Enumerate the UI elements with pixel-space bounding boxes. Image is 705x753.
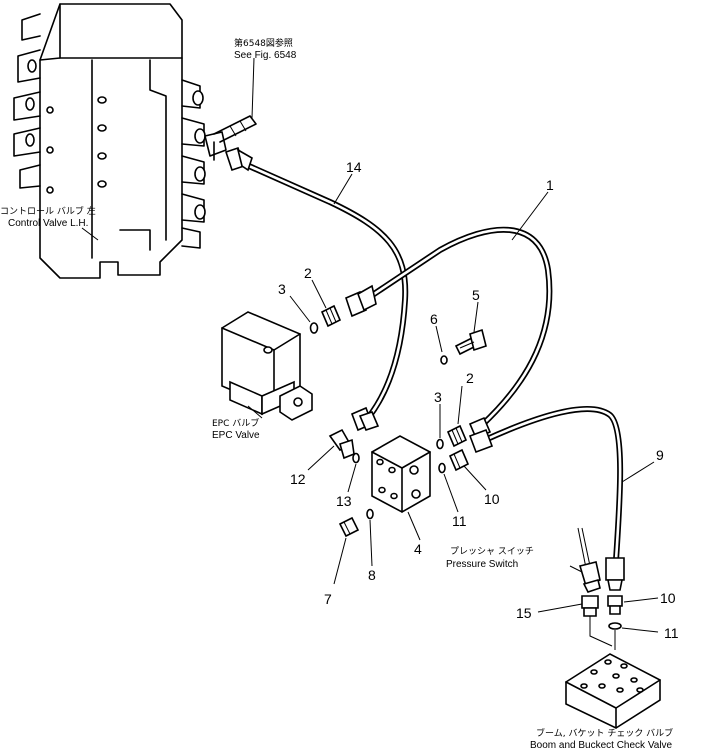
fitting-10-upper bbox=[448, 448, 470, 472]
o-ring-8 bbox=[366, 508, 374, 520]
callout-3-upper: 3 bbox=[278, 281, 286, 297]
check-valve-caption-jp: ブーム, バケット チェック バルブ bbox=[536, 727, 673, 739]
callout-7: 7 bbox=[324, 591, 332, 607]
control-valve-caption-jp: コントロール バルブ 左 bbox=[0, 205, 96, 217]
control-valve-caption-en: Control Valve L.H. bbox=[8, 218, 88, 229]
see-fig-caption-en: See Fig. 6548 bbox=[234, 50, 297, 61]
epc-valve-caption-jp: EPC バルブ bbox=[212, 417, 259, 429]
see-fig-caption-jp: 第6548図参照 bbox=[234, 37, 293, 49]
callout-8: 8 bbox=[368, 567, 376, 583]
callout-12: 12 bbox=[290, 471, 306, 487]
plug-7 bbox=[338, 516, 360, 538]
callout-10-upper: 10 bbox=[484, 491, 500, 507]
washer-6 bbox=[440, 355, 448, 365]
callout-9: 9 bbox=[656, 447, 664, 463]
callout-10-lower: 10 bbox=[660, 590, 676, 606]
o-ring-11-upper bbox=[438, 462, 446, 474]
callout-14: 14 bbox=[346, 159, 362, 175]
elbow-12 bbox=[328, 428, 355, 460]
fitting-2-upper bbox=[320, 304, 342, 328]
callout-2-lower: 2 bbox=[466, 370, 474, 386]
pressure-switch-caption-jp: プレッシャ スイッチ bbox=[450, 546, 534, 557]
callout-2-upper: 2 bbox=[304, 265, 312, 281]
bolt-5 bbox=[454, 328, 487, 356]
pressure-switch bbox=[577, 527, 601, 593]
check-valve-caption-en: Boom and Buckect Check Valve bbox=[530, 740, 673, 751]
fitting-15 bbox=[581, 595, 599, 617]
boom-bucket-check-valve bbox=[565, 653, 661, 729]
callout-11-lower: 11 bbox=[664, 625, 679, 641]
callout-13: 13 bbox=[336, 493, 352, 509]
block-4 bbox=[371, 435, 431, 513]
pressure-switch-caption-en: Pressure Switch bbox=[446, 559, 518, 570]
epc-valve bbox=[221, 311, 313, 421]
o-ring-3-lower bbox=[436, 438, 444, 450]
o-ring-13 bbox=[352, 452, 360, 464]
callout-15: 15 bbox=[516, 605, 532, 621]
hose-14 bbox=[224, 146, 409, 432]
o-ring-11-lower bbox=[608, 622, 622, 630]
callout-1: 1 bbox=[546, 177, 554, 193]
hose-1 bbox=[345, 226, 553, 440]
callout-6: 6 bbox=[430, 311, 438, 327]
leader-lines bbox=[81, 173, 659, 633]
callout-5: 5 bbox=[472, 287, 480, 303]
callout-3-lower: 3 bbox=[434, 389, 442, 405]
pipe-to-fig-6548 bbox=[213, 57, 257, 143]
control-valve-lh bbox=[13, 3, 227, 279]
callout-4: 4 bbox=[414, 541, 422, 557]
hose-9 bbox=[468, 406, 625, 591]
fitting-10-lower bbox=[607, 595, 623, 615]
epc-valve-caption-en: EPC Valve bbox=[212, 430, 260, 441]
o-ring-3-upper bbox=[309, 322, 319, 334]
callout-11-upper: 11 bbox=[452, 513, 467, 529]
fitting-2-lower bbox=[446, 424, 468, 448]
